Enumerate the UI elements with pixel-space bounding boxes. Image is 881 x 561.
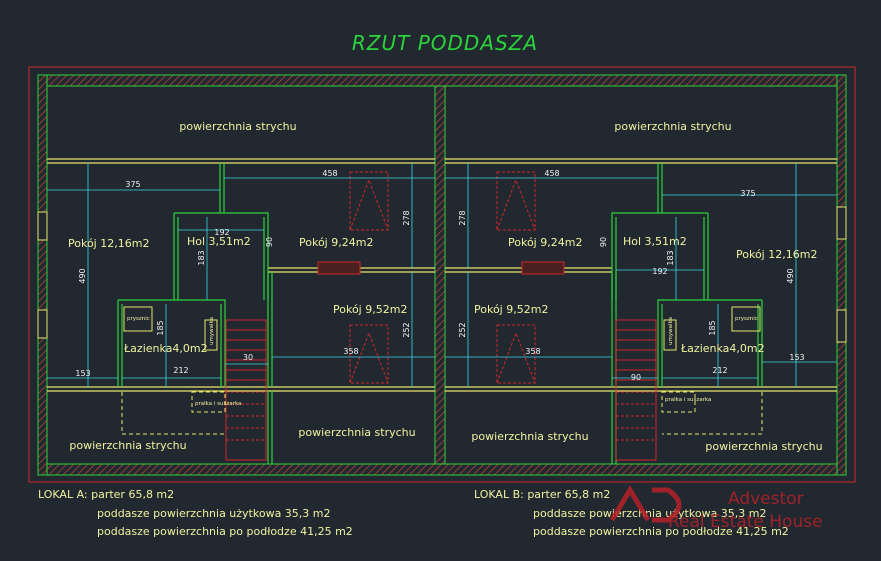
dim-b-490: 490: [786, 268, 795, 283]
dim-a-185: 185: [156, 320, 165, 335]
drawing-title: RZUT PODDASZA: [352, 31, 538, 55]
note-a-line2: poddasze powierzchnia użytkowa 35,3 m2: [97, 507, 331, 520]
dim-a-375: 375: [125, 180, 140, 189]
note-b-line1: LOKAL B: parter 65,8 m2: [474, 488, 610, 501]
room-pokoj-a3: Pokój 9,52m2: [333, 303, 407, 316]
outer-border: [28, 66, 856, 483]
bathroom-fixtures: [123, 306, 761, 351]
note-a-line3: poddasze powierzchnia po podłodze 41,25 …: [97, 525, 353, 538]
watermark: Advestor Real Estate House: [609, 485, 823, 532]
watermark-line1: Advestor: [728, 489, 804, 509]
room-pokoj-b3: Pokój 9,52m2: [474, 303, 548, 316]
room-pokoj-a2: Pokój 9,24m2: [299, 236, 373, 249]
attic-label-top-left: powierzchnia strychu: [179, 120, 296, 133]
note-b-line3: poddasze powierzchnia po podłodze 41,25 …: [533, 525, 789, 538]
dim-a-153: 153: [75, 369, 90, 378]
dim-a-90: 90: [265, 237, 274, 247]
dim-a-30: 30: [243, 353, 253, 362]
dim-b-192: 192: [652, 267, 667, 276]
fixture-labels: prysznic umywalka pralka i suszarka prys…: [127, 316, 758, 407]
dim-a-490: 490: [78, 268, 87, 283]
attic-label-bottom-right: powierzchnia strychu: [705, 440, 822, 453]
dim-b-183: 183: [666, 250, 675, 265]
room-hol-b: Hol 3,51m2: [623, 235, 687, 248]
watermark-logo-icon: [609, 485, 682, 523]
fixture-umywalka-a: umywalka: [209, 317, 215, 345]
area-notes-a: LOKAL A: parter 65,8 m2 poddasze powierz…: [38, 488, 353, 538]
room-pokoj-b1: Pokój 12,16m2: [736, 248, 817, 261]
dim-b-375: 375: [740, 189, 755, 198]
fixture-pralka-b: pralka i suszarka: [665, 397, 711, 403]
room-lazienka-b: Łazienka4,0m2: [680, 342, 765, 355]
room-lazienka-a: Łazienka4,0m2: [123, 342, 208, 355]
dim-a-212: 212: [173, 366, 188, 375]
room-pokoj-a1: Pokój 12,16m2: [68, 237, 149, 250]
laundry-areas: [121, 391, 763, 435]
dim-a-183: 183: [197, 250, 206, 265]
stairs-b: [615, 319, 657, 461]
dim-b-358: 358: [525, 347, 540, 356]
vent-blocks: [317, 261, 565, 275]
attic-label-bottom-left: powierzchnia strychu: [69, 439, 186, 452]
room-hol-a: Hol 3,51m2: [187, 235, 251, 248]
note-a-line1: LOKAL A: parter 65,8 m2: [38, 488, 174, 501]
dim-a-278: 278: [402, 210, 411, 225]
fixture-pralka-a: pralka i suszarka: [195, 401, 241, 407]
dim-a-252: 252: [402, 322, 411, 337]
dim-b-153: 153: [789, 353, 804, 362]
fixture-prysznic-a: prysznic: [127, 316, 150, 322]
room-pokoj-b2: Pokój 9,24m2: [508, 236, 582, 249]
dim-b-278: 278: [458, 210, 467, 225]
watermark-line2: Real Estate House: [668, 512, 823, 532]
attic-label-bottom-mid-left: powierzchnia strychu: [298, 426, 415, 439]
dim-a-458: 458: [322, 169, 337, 178]
dim-b-212: 212: [712, 366, 727, 375]
area-notes-b: LOKAL B: parter 65,8 m2 poddasze powierz…: [474, 488, 789, 538]
partitions: [117, 163, 763, 464]
stairs-a: [225, 319, 267, 461]
roof-windows: [349, 171, 536, 384]
dimension-labels: 375 458 192 278 490 183 90 185 30 358 25…: [75, 169, 804, 382]
note-b-line2: poddasze powierzchnia użytkowa 35,3 m2: [533, 507, 767, 520]
outer-walls: [37, 74, 847, 476]
dim-b-90: 90: [599, 237, 608, 247]
dim-a-192: 192: [214, 228, 229, 237]
dim-b-185: 185: [708, 320, 717, 335]
room-labels: powierzchnia strychu powierzchnia strych…: [68, 120, 823, 453]
dim-a-358: 358: [343, 347, 358, 356]
dim-b-90b: 90: [631, 373, 641, 382]
dimension-lines: [47, 163, 837, 387]
fixture-umywalka-b: umywalka: [668, 317, 674, 345]
side-windows: [37, 206, 847, 343]
dim-b-458: 458: [544, 169, 559, 178]
attic-label-bottom-mid-right: powierzchnia strychu: [471, 430, 588, 443]
dim-b-252: 252: [458, 322, 467, 337]
fixture-prysznic-b: prysznic: [735, 316, 758, 322]
attic-label-top-right: powierzchnia strychu: [614, 120, 731, 133]
